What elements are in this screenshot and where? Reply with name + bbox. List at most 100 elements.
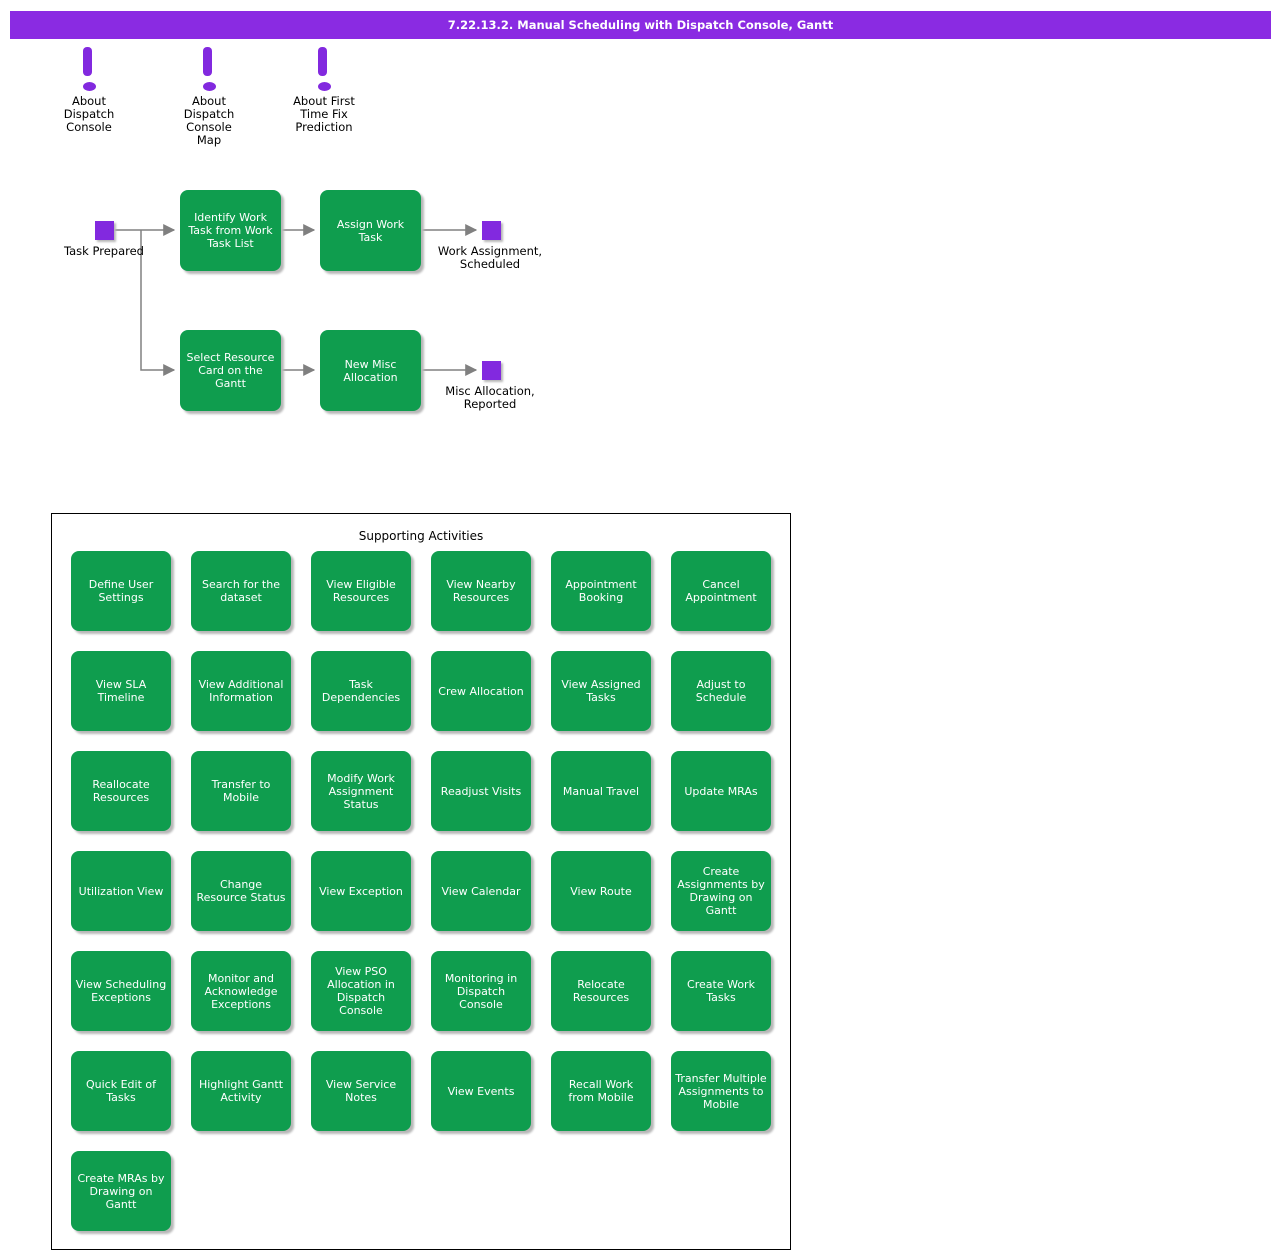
supporting-activity-box[interactable]: Create Assignments by Drawing on Gantt xyxy=(671,851,771,931)
activity-label: Assign Work Task xyxy=(336,217,405,244)
supporting-activity-label: View Scheduling Exceptions xyxy=(75,978,167,1004)
page-title: 7.22.13.2. Manual Scheduling with Dispat… xyxy=(10,11,1271,39)
supporting-activity-label: Recall Work from Mobile xyxy=(568,1078,634,1104)
note-about-first-time-fix-prediction[interactable]: About First Time Fix Prediction xyxy=(284,47,364,134)
supporting-activity-label: Transfer to Mobile xyxy=(211,778,271,804)
note-label: About Dispatch Console Map xyxy=(183,94,235,147)
supporting-activity-label: Relocate Resources xyxy=(572,978,630,1004)
supporting-activity-label: Monitoring in Dispatch Console xyxy=(444,971,518,1011)
supporting-activity-label: Quick Edit of Tasks xyxy=(85,1078,156,1104)
supporting-activity-box[interactable]: Change Resource Status xyxy=(191,851,291,931)
supporting-activity-label: View Events xyxy=(447,1084,515,1098)
supporting-activity-label: Define User Settings xyxy=(88,578,154,604)
activity-label: Select Resource Card on the Gantt xyxy=(186,351,275,390)
supporting-activities-title: Supporting Activities xyxy=(358,529,484,543)
note-label: About First Time Fix Prediction xyxy=(293,94,355,134)
supporting-activity-box[interactable]: Define User Settings xyxy=(71,551,171,631)
supporting-activity-box[interactable]: Create MRAs by Drawing on Gantt xyxy=(71,1151,171,1231)
supporting-activity-box[interactable]: Update MRAs xyxy=(671,751,771,831)
supporting-activity-label: View Service Notes xyxy=(325,1078,397,1104)
exclamation-icon xyxy=(202,47,216,91)
supporting-activity-box[interactable]: Manual Travel xyxy=(551,751,651,831)
supporting-activities-panel: Supporting Activities Define User Settin… xyxy=(51,513,791,1250)
supporting-activity-box[interactable]: View Service Notes xyxy=(311,1051,411,1131)
supporting-activity-label: Reallocate Resources xyxy=(92,778,150,804)
supporting-activity-box[interactable]: Crew Allocation xyxy=(431,651,531,731)
supporting-activity-box[interactable]: View Eligible Resources xyxy=(311,551,411,631)
event-work-assignment-scheduled xyxy=(482,221,501,240)
supporting-activity-box[interactable]: Transfer to Mobile xyxy=(191,751,291,831)
supporting-activity-label: View Exception xyxy=(319,884,403,898)
event-label: Task Prepared xyxy=(64,244,144,258)
supporting-activity-box[interactable]: Modify Work Assignment Status xyxy=(311,751,411,831)
supporting-activity-box[interactable]: Monitor and Acknowledge Exceptions xyxy=(191,951,291,1031)
supporting-activity-box[interactable]: View Exception xyxy=(311,851,411,931)
supporting-activity-label: Utilization View xyxy=(78,884,164,898)
supporting-activity-label: Create MRAs by Drawing on Gantt xyxy=(77,1171,165,1211)
supporting-activity-box[interactable]: Adjust to Schedule xyxy=(671,651,771,731)
supporting-activity-label: Appointment Booking xyxy=(565,578,637,604)
supporting-activity-box[interactable]: View Nearby Resources xyxy=(431,551,531,631)
supporting-activity-box[interactable]: Recall Work from Mobile xyxy=(551,1051,651,1131)
event-label: Work Assignment, Scheduled xyxy=(437,244,543,271)
note-label: About Dispatch Console xyxy=(63,94,115,134)
supporting-activity-box[interactable]: Highlight Gantt Activity xyxy=(191,1051,291,1131)
supporting-activity-box[interactable]: View Scheduling Exceptions xyxy=(71,951,171,1031)
note-about-dispatch-console[interactable]: About Dispatch Console xyxy=(59,47,119,134)
supporting-activity-box[interactable]: Relocate Resources xyxy=(551,951,651,1031)
supporting-activity-box[interactable]: Readjust Visits xyxy=(431,751,531,831)
supporting-activity-box[interactable]: Create Work Tasks xyxy=(671,951,771,1031)
supporting-activity-box[interactable]: View SLA Timeline xyxy=(71,651,171,731)
supporting-activity-label: Cancel Appointment xyxy=(685,578,757,604)
event-task-prepared xyxy=(95,221,114,240)
supporting-activity-label: View Additional Information xyxy=(198,678,284,704)
supporting-activity-label: Monitor and Acknowledge Exceptions xyxy=(204,971,278,1011)
supporting-activity-label: Manual Travel xyxy=(562,784,640,798)
exclamation-icon xyxy=(82,47,96,91)
supporting-activity-label: Search for the dataset xyxy=(202,578,280,604)
supporting-activity-label: Create Work Tasks xyxy=(687,978,755,1004)
activity-label: New Misc Allocation xyxy=(343,357,398,384)
supporting-activity-box[interactable]: Search for the dataset xyxy=(191,551,291,631)
supporting-activity-label: View Nearby Resources xyxy=(446,578,516,604)
supporting-activity-box[interactable]: View Calendar xyxy=(431,851,531,931)
supporting-activity-label: Readjust Visits xyxy=(440,784,522,798)
supporting-activity-label: View SLA Timeline xyxy=(95,678,147,704)
supporting-activity-label: View Route xyxy=(570,884,632,898)
supporting-activity-box[interactable]: View Events xyxy=(431,1051,531,1131)
supporting-activity-box[interactable]: Utilization View xyxy=(71,851,171,931)
activity-identify-work-task[interactable]: Identify Work Task from Work Task List xyxy=(180,190,281,271)
supporting-activity-box[interactable]: Reallocate Resources xyxy=(71,751,171,831)
supporting-activity-label: Create Assignments by Drawing on Gantt xyxy=(677,865,765,917)
supporting-activity-label: View Assigned Tasks xyxy=(561,678,641,704)
supporting-activity-label: Crew Allocation xyxy=(438,684,524,698)
activity-select-resource-card[interactable]: Select Resource Card on the Gantt xyxy=(180,330,281,411)
supporting-activity-box[interactable]: View Route xyxy=(551,851,651,931)
supporting-activity-box[interactable]: Cancel Appointment xyxy=(671,551,771,631)
supporting-activity-box[interactable]: View Additional Information xyxy=(191,651,291,731)
supporting-activity-box[interactable]: Task Dependencies xyxy=(311,651,411,731)
exclamation-icon xyxy=(317,47,331,91)
supporting-activity-box[interactable]: View Assigned Tasks xyxy=(551,651,651,731)
activity-assign-work-task[interactable]: Assign Work Task xyxy=(320,190,421,271)
supporting-activity-box[interactable]: Monitoring in Dispatch Console xyxy=(431,951,531,1031)
flow-connectors xyxy=(114,224,478,376)
supporting-activity-label: View Calendar xyxy=(441,884,521,898)
activity-label: Identify Work Task from Work Task List xyxy=(188,211,273,250)
supporting-activity-label: Highlight Gantt Activity xyxy=(198,1078,284,1104)
supporting-activity-box[interactable]: Quick Edit of Tasks xyxy=(71,1051,171,1131)
supporting-activity-label: Update MRAs xyxy=(684,784,758,798)
supporting-activity-box[interactable]: View PSO Allocation in Dispatch Console xyxy=(311,951,411,1031)
event-label: Misc Allocation, Reported xyxy=(445,384,535,411)
supporting-activity-box[interactable]: Appointment Booking xyxy=(551,551,651,631)
supporting-activity-label: Adjust to Schedule xyxy=(695,678,747,704)
supporting-activity-label: Task Dependencies xyxy=(321,678,401,704)
activity-new-misc-allocation[interactable]: New Misc Allocation xyxy=(320,330,421,411)
event-misc-allocation-reported xyxy=(482,361,501,380)
supporting-activity-label: View PSO Allocation in Dispatch Console xyxy=(327,965,395,1017)
supporting-activity-label: Change Resource Status xyxy=(196,878,286,904)
supporting-activity-label: View Eligible Resources xyxy=(326,578,396,604)
supporting-activity-box[interactable]: Transfer Multiple Assignments to Mobile xyxy=(671,1051,771,1131)
note-about-dispatch-console-map[interactable]: About Dispatch Console Map xyxy=(179,47,239,147)
